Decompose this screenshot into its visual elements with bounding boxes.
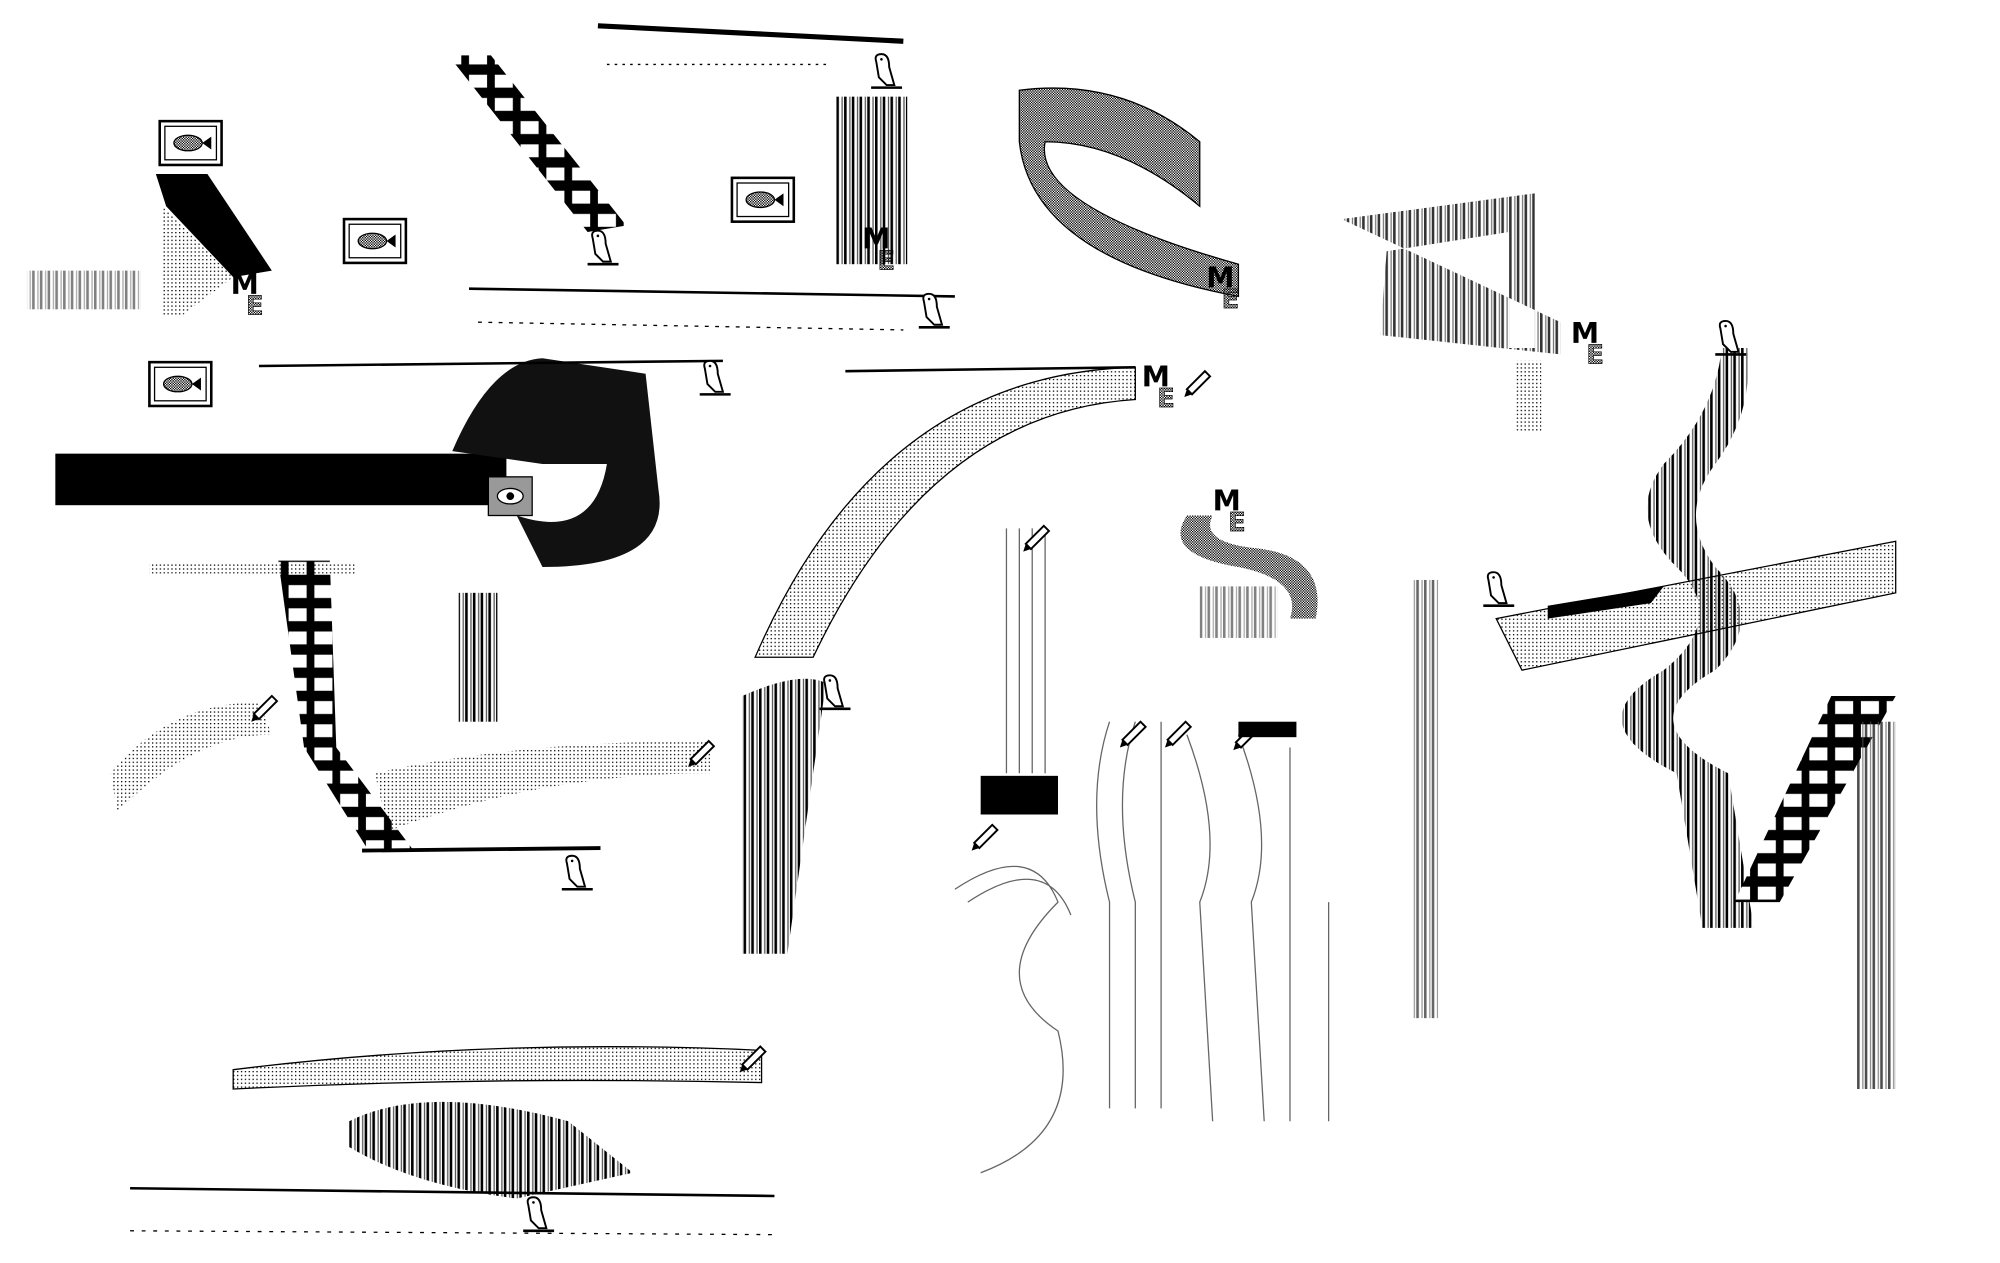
- title-bar-trail: [597, 23, 904, 44]
- fish-icon: [342, 217, 408, 265]
- swoop-trail: [110, 702, 272, 812]
- me-logo: [230, 267, 264, 322]
- pencil-icon: [1118, 720, 1147, 749]
- fish-icon: [730, 176, 796, 223]
- pencil-icon: [1183, 370, 1212, 398]
- black-curve: [452, 358, 660, 568]
- bird-icon: [560, 854, 595, 891]
- bottom-blob: [349, 1101, 633, 1199]
- bird-icon: [1482, 570, 1516, 608]
- dither-column: [458, 592, 498, 722]
- dither-bar: [26, 270, 141, 310]
- band-trail: [1495, 540, 1897, 671]
- line-trail: [258, 359, 723, 368]
- bird-icon: [917, 292, 952, 329]
- bottom-smear: [232, 1046, 763, 1090]
- fish-icon: [158, 119, 223, 167]
- swoop-trail: [374, 741, 711, 832]
- black-band: [55, 453, 507, 506]
- serpent-trail: [1621, 347, 1754, 928]
- scribble-column: [954, 528, 1330, 1174]
- bird-icon: [869, 52, 904, 89]
- drip-trail: [1412, 579, 1439, 1019]
- column-trail: [742, 678, 827, 954]
- bird-icon: [586, 229, 620, 266]
- film-strip: [278, 560, 414, 851]
- ladder-trail: [1734, 695, 1896, 903]
- me-logo: [1141, 360, 1176, 415]
- me-logo: [1212, 484, 1247, 539]
- fish-icon: [148, 360, 213, 408]
- drip-trail: [1857, 721, 1896, 1090]
- pencil-icon: [970, 823, 999, 852]
- bird-icon: [698, 359, 732, 396]
- swoosh-shadow: [162, 206, 234, 316]
- drip-trail: [1515, 360, 1542, 432]
- me-logo: [1570, 316, 1605, 371]
- big-arc-trail: [754, 366, 1136, 658]
- me-logo: [1205, 261, 1240, 316]
- bracket-trail: [1341, 193, 1561, 355]
- bird-icon: [521, 1195, 556, 1233]
- line-trail: [469, 287, 955, 298]
- me-logo: [861, 222, 896, 277]
- film-strip: [448, 55, 627, 232]
- s-trail: [1180, 515, 1318, 619]
- arc-trail: [1018, 87, 1240, 298]
- text-trail: [478, 321, 904, 331]
- swoosh-trail: [155, 173, 272, 278]
